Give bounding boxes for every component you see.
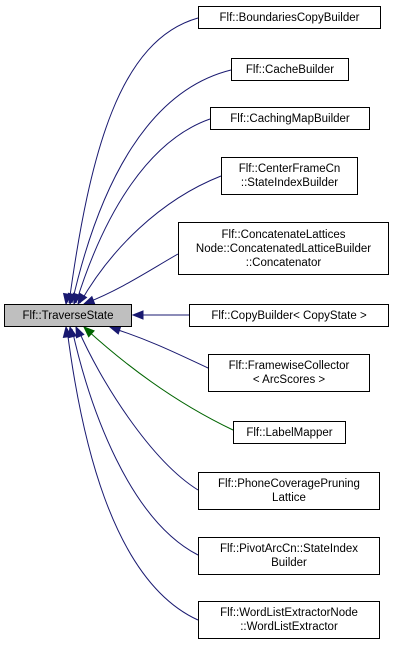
- node-framewise-collector[interactable]: Flf::FramewiseCollector < ArcScores >: [208, 354, 370, 392]
- node-label-line: Flf::CopyBuilder< CopyState >: [211, 309, 367, 322]
- arrowhead-wordlist: [62, 325, 73, 339]
- node-label-line: < ArcScores >: [252, 374, 326, 386]
- node-label-line: Flf::LabelMapper: [246, 426, 333, 439]
- node-label-line: Lattice: [272, 492, 306, 504]
- edge-labelmapper: [85, 328, 234, 431]
- edge-cache: [71, 69, 232, 304]
- node-label-line: Flf::ConcatenateLattices: [221, 228, 346, 241]
- node-label-line: Builder: [271, 557, 307, 569]
- node-label-line: Flf::BoundariesCopyBuilder: [219, 11, 360, 24]
- node-label-line: Flf::CacheBuilder: [245, 63, 335, 76]
- edge-boundaries: [68, 17, 199, 304]
- edge-framewise: [111, 327, 209, 369]
- node-concatenator[interactable]: Flf::ConcatenateLattices Node::Concatena…: [178, 222, 389, 275]
- arrowhead-copybuilder: [131, 310, 144, 320]
- edge-cachingmap: [75, 118, 211, 304]
- node-label-line: ::WordListExtractor: [240, 621, 338, 633]
- edge-pivotarc: [71, 328, 199, 556]
- node-traverse-state[interactable]: Flf::TraverseState: [4, 304, 132, 327]
- arrowhead-phonecoverage: [75, 325, 85, 339]
- node-label-mapper[interactable]: Flf::LabelMapper: [233, 421, 346, 444]
- node-label-line: Flf::CachingMapBuilder: [230, 112, 350, 125]
- arrowhead-framewise: [108, 325, 122, 335]
- edge-wordlist: [66, 328, 199, 621]
- node-label-line: Flf::PivotArcCn::StateIndex: [219, 543, 359, 555]
- edge-concatenate: [85, 253, 179, 304]
- node-label-line: Flf::TraverseState: [22, 309, 114, 322]
- node-label-line: ::Concatenator: [245, 256, 322, 269]
- node-label-line: Flf::FramewiseCollector: [228, 360, 350, 372]
- node-boundaries-copy-builder[interactable]: Flf::BoundariesCopyBuilder: [198, 6, 381, 29]
- node-label-line: Flf::CenterFrameCn: [238, 163, 341, 175]
- node-copy-builder[interactable]: Flf::CopyBuilder< CopyState >: [189, 304, 389, 327]
- node-word-list-extractor[interactable]: Flf::WordListExtractorNode ::WordListExt…: [198, 601, 380, 639]
- node-pivot-arc-cn-state-index-builder[interactable]: Flf::PivotArcCn::StateIndex Builder: [198, 537, 380, 575]
- edge-centerframe: [79, 175, 222, 304]
- node-phone-coverage-pruning-lattice[interactable]: Flf::PhoneCoveragePruning Lattice: [198, 472, 380, 510]
- node-label-line: Flf::PhoneCoveragePruning: [218, 478, 360, 490]
- node-cache-builder[interactable]: Flf::CacheBuilder: [231, 58, 349, 81]
- edge-phonecoverage: [77, 328, 199, 491]
- node-caching-map-builder[interactable]: Flf::CachingMapBuilder: [210, 107, 370, 130]
- node-label-line: Flf::WordListExtractorNode: [220, 607, 358, 619]
- node-label-line: ::StateIndexBuilder: [240, 177, 339, 189]
- arrowhead-centerframe: [77, 292, 88, 306]
- arrowhead-labelmapper: [83, 326, 95, 338]
- node-label-line: Node::ConcatenatedLatticeBuilder: [195, 242, 372, 255]
- node-center-frame-cn-state-index-builder[interactable]: Flf::CenterFrameCn ::StateIndexBuilder: [221, 157, 358, 195]
